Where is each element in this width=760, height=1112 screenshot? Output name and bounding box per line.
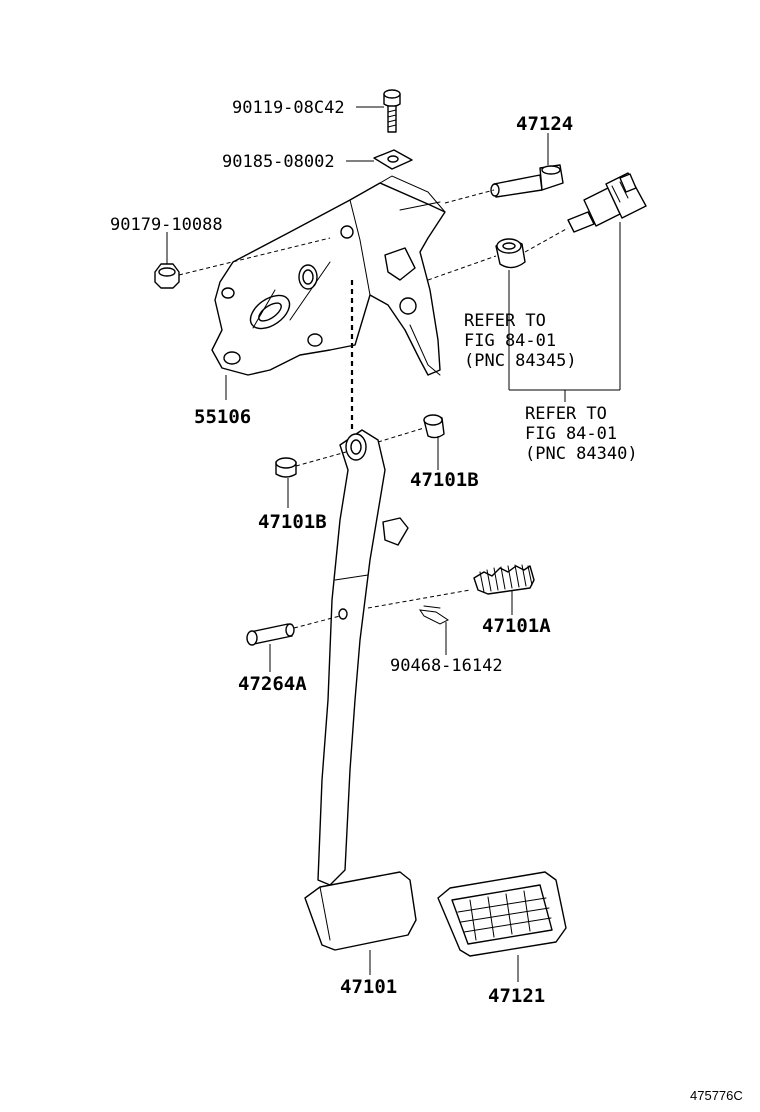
label-47264a: 47264A [238,673,307,695]
refer-note-2-line2: FIG 84-01 [525,424,617,444]
bushing-84345 [495,238,526,269]
refer-note-1-line3: (PNC 84345) [464,351,577,371]
label-47121: 47121 [488,985,545,1007]
pin-47264a [246,623,295,646]
pin-47124 [490,164,564,198]
nut-plate-90185 [373,149,413,170]
label-47101b-left: 47101B [258,511,327,533]
bolt-90119 [383,89,401,133]
label-55106: 55106 [194,406,251,428]
pedal-bracket-55106 [211,175,446,376]
bushing-47101b-right [423,414,445,439]
refer-note-2-line3: (PNC 84340) [525,444,638,464]
label-47124: 47124 [516,113,573,135]
bushing-47101b-left [275,457,297,478]
clip-90468 [418,605,449,625]
figure-id: 475776C [690,1088,743,1103]
label-90468: 90468-16142 [390,656,503,676]
label-90119: 90119-08C42 [232,98,345,118]
label-90185: 90185-08002 [222,152,335,172]
label-47101: 47101 [340,976,397,998]
spring-47101a [473,564,535,595]
brake-pedal-arm-47101 [304,429,417,951]
refer-note-1-line2: FIG 84-01 [464,331,556,351]
refer-note-1-line1: REFER TO [464,311,546,331]
pedal-pad-47121 [437,871,567,957]
nut-90179 [154,263,180,289]
label-47101b-right: 47101B [410,469,479,491]
label-90179: 90179-10088 [110,215,223,235]
stop-lamp-switch-84340 [567,172,647,233]
label-47101a: 47101A [482,615,551,637]
refer-note-2-line1: REFER TO [525,404,607,424]
